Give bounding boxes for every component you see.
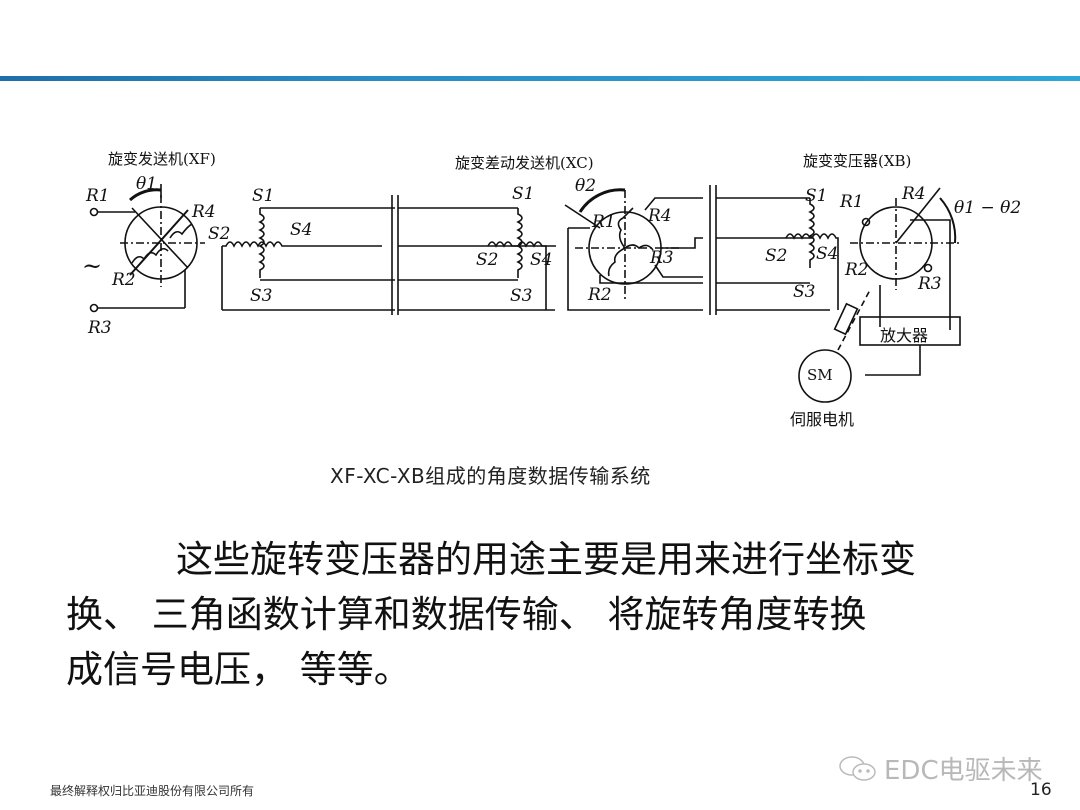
xc-r2-label: R2 (588, 285, 612, 305)
copyright-footer: 最终解释权归比亚迪股份有限公司所有 (50, 784, 255, 798)
xf-s1-label: S1 (252, 186, 275, 206)
xf-r2-label: R2 (112, 270, 136, 290)
wechat-icon (839, 755, 876, 781)
watermark: EDC电驱未来 (838, 750, 1043, 787)
xb-s2-label: S2 (765, 246, 788, 266)
watermark-text: EDC电驱未来 (884, 756, 1043, 786)
xb-r2-label: R2 (845, 260, 869, 280)
body-line-2: 换、 三角函数计算和数据传输、 将旋转角度转换 (66, 593, 867, 636)
xf-s2-label: S2 (208, 224, 231, 244)
xc-r4-label: R4 (648, 206, 672, 226)
xf-r3-label: R3 (88, 318, 112, 338)
xc-s3-label: S3 (510, 286, 533, 306)
xc-r3-label: R3 (650, 248, 674, 268)
xb-angle-label: θ1 − θ2 (954, 198, 1022, 218)
xf-s4-label: S4 (290, 220, 313, 240)
xb-r3-label: R3 (918, 274, 942, 294)
xc-s4-label: S4 (530, 250, 553, 270)
figure-caption: XF-XC-XB组成的角度数据传输系统 (330, 464, 651, 488)
resolver-system-diagram: 旋变发送机(XF) 旋变差动发送机(XC) 旋变变压器(XB) θ1 R1 R2… (70, 140, 1050, 440)
amplifier-label: 放大器 (880, 326, 929, 345)
xb-s1-label: S1 (805, 186, 828, 206)
body-paragraph: 这些旋转变压器的用途主要是用来进行坐标变 换、 三角函数计算和数据传输、 将旋转… (66, 532, 1026, 697)
xf-r1-label: R1 (86, 186, 110, 206)
xb-s4-label: S4 (816, 244, 839, 264)
xc-title: 旋变差动发送机(XC) (455, 154, 594, 172)
ac-source-symbol: ~ (82, 252, 103, 280)
xc-theta-label: θ2 (575, 176, 597, 196)
title-divider (0, 76, 1080, 81)
xf-s3-label: S3 (250, 286, 273, 306)
xf-theta-label: θ1 (136, 174, 158, 194)
body-line-1: 这些旋转变压器的用途主要是用来进行坐标变 (176, 538, 916, 581)
xb-s3-label: S3 (793, 282, 816, 302)
xb-r4-label: R4 (902, 184, 926, 204)
servo-motor-label: 伺服电机 (790, 410, 855, 429)
body-line-3: 成信号电压， 等等。 (66, 648, 411, 691)
servo-motor-symbol: SM (807, 366, 833, 384)
xf-title: 旋变发送机(XF) (108, 150, 216, 168)
xc-s1-label: S1 (512, 184, 535, 204)
page-number: 16 (1030, 780, 1052, 800)
xb-r1-label: R1 (840, 192, 864, 212)
xc-s2-label: S2 (476, 250, 499, 270)
xf-r4-label: R4 (192, 202, 216, 222)
circuit-drawing (89, 184, 961, 403)
xc-r1-label: R1 (592, 212, 616, 232)
xb-title: 旋变变压器(XB) (803, 152, 912, 170)
